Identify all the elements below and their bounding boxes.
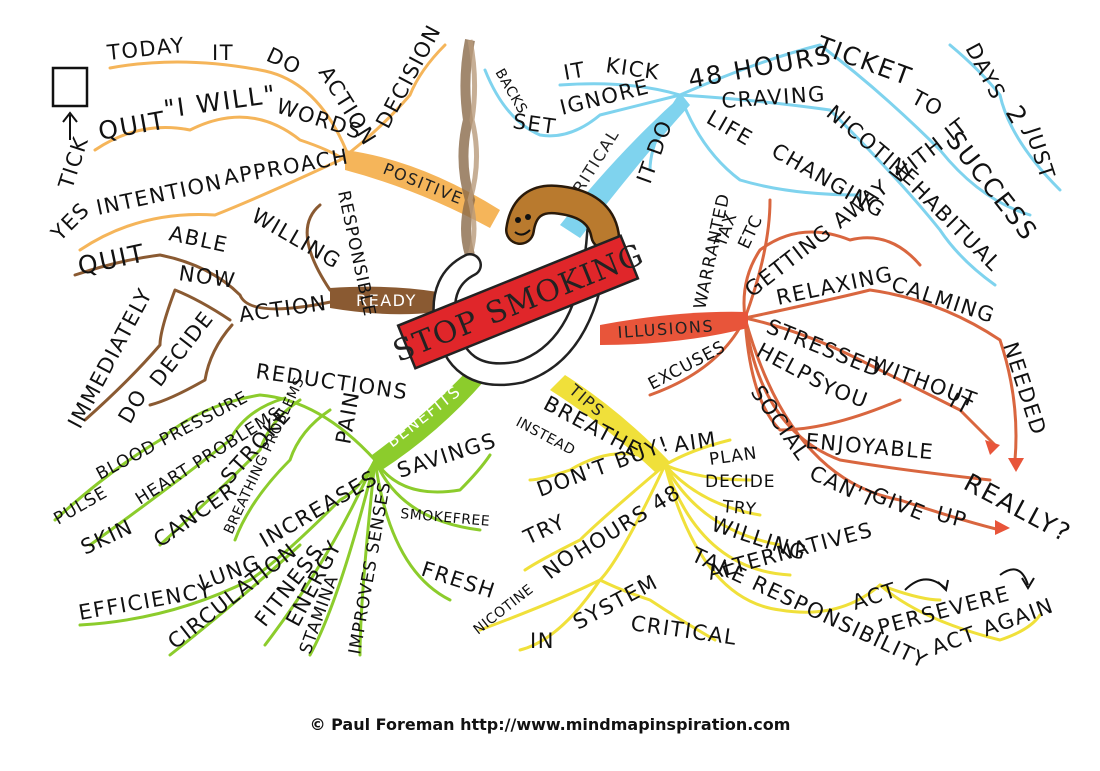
benefits-branch-lines: [53, 393, 492, 657]
word-to: TO: [907, 85, 948, 122]
positive-branch: [345, 150, 500, 228]
positive-branch-lines: [78, 43, 447, 252]
word-willing: WILLING: [248, 204, 346, 274]
word-backs: BACKS: [492, 66, 530, 117]
word-i-will: "I WILL": [162, 79, 279, 124]
word-do-ready: DO: [114, 385, 153, 428]
word-it-critical: IT: [562, 57, 588, 84]
word-smokefree: SMOKEFREE: [400, 506, 491, 530]
word-really: REALLY?: [959, 468, 1076, 549]
word-needed: NEEDED: [998, 339, 1051, 439]
word-just: JUST: [1020, 122, 1060, 182]
word-now: NOW: [177, 261, 237, 293]
word-try-tips: TRY: [519, 509, 569, 550]
word-set: SET: [511, 109, 558, 139]
word-pulse: PULSE: [51, 483, 112, 530]
word-2: 2: [1000, 101, 1034, 131]
critical-branch-lines: [483, 43, 1062, 287]
word-act: ACT: [849, 578, 900, 615]
word-skin: SKIN: [77, 515, 137, 560]
word-enjoyable: ENJOYABLE: [805, 429, 936, 464]
word-decision: DECISION: [371, 20, 446, 132]
word-fresh: FRESH: [418, 557, 498, 603]
word-calming: CALMING: [888, 272, 998, 328]
ready-branch-lines: [73, 203, 342, 422]
word-decide-tips: DECIDE: [705, 472, 776, 492]
tips-branch: [550, 375, 670, 472]
checkbox-icon: [51, 66, 89, 108]
benefits-branch: [372, 368, 485, 470]
word-critical-tips: CRITICAL: [629, 611, 739, 650]
credit-line: © Paul Foreman http://www.mindmapinspira…: [309, 715, 791, 734]
word-take-responsibility: TAKE RESPONSIBILITY: [687, 542, 931, 673]
word-do: DO: [263, 43, 306, 80]
word-give: GIVE: [868, 482, 929, 525]
ready-branch: [330, 286, 438, 315]
word-tick: TICK: [54, 133, 94, 192]
word-it: IT: [212, 41, 234, 65]
word-try2: TRY: [721, 497, 758, 520]
word-in: IN: [530, 629, 555, 653]
word-up: UP: [934, 502, 970, 533]
ready-branch-label: READY: [356, 291, 417, 310]
arrow-up-icon: [62, 111, 78, 140]
word-hours-48: HOURS 48: [570, 480, 685, 564]
word-excuses: EXCUSES: [645, 337, 729, 394]
word-able: ABLE: [167, 221, 230, 257]
curved-arrow-icon: [904, 568, 1035, 593]
word-ticket: TICKET: [812, 30, 916, 92]
worm-icon: [505, 184, 620, 250]
word-aim: AIM: [672, 427, 718, 457]
word-kick: KICK: [604, 53, 661, 84]
word-action-ready: ACTION: [237, 291, 328, 327]
illusions-branch: [600, 311, 748, 345]
word-days: DAYS: [961, 39, 1011, 104]
word-today: TODAY: [105, 33, 186, 65]
illusions-arrowheads: [985, 440, 1024, 535]
word-intention: INTENTION: [94, 170, 225, 220]
word-yes: YES: [46, 197, 95, 246]
word-you: YOU: [817, 374, 871, 413]
cigarette-icon: [432, 220, 610, 387]
illusions-branch-lines: [648, 198, 1018, 532]
word-pain: PAIN: [331, 389, 364, 446]
smoke-icon: [458, 39, 479, 257]
word-quit: QUIT: [96, 105, 169, 145]
word-warranted: WARRANTED: [690, 191, 734, 311]
